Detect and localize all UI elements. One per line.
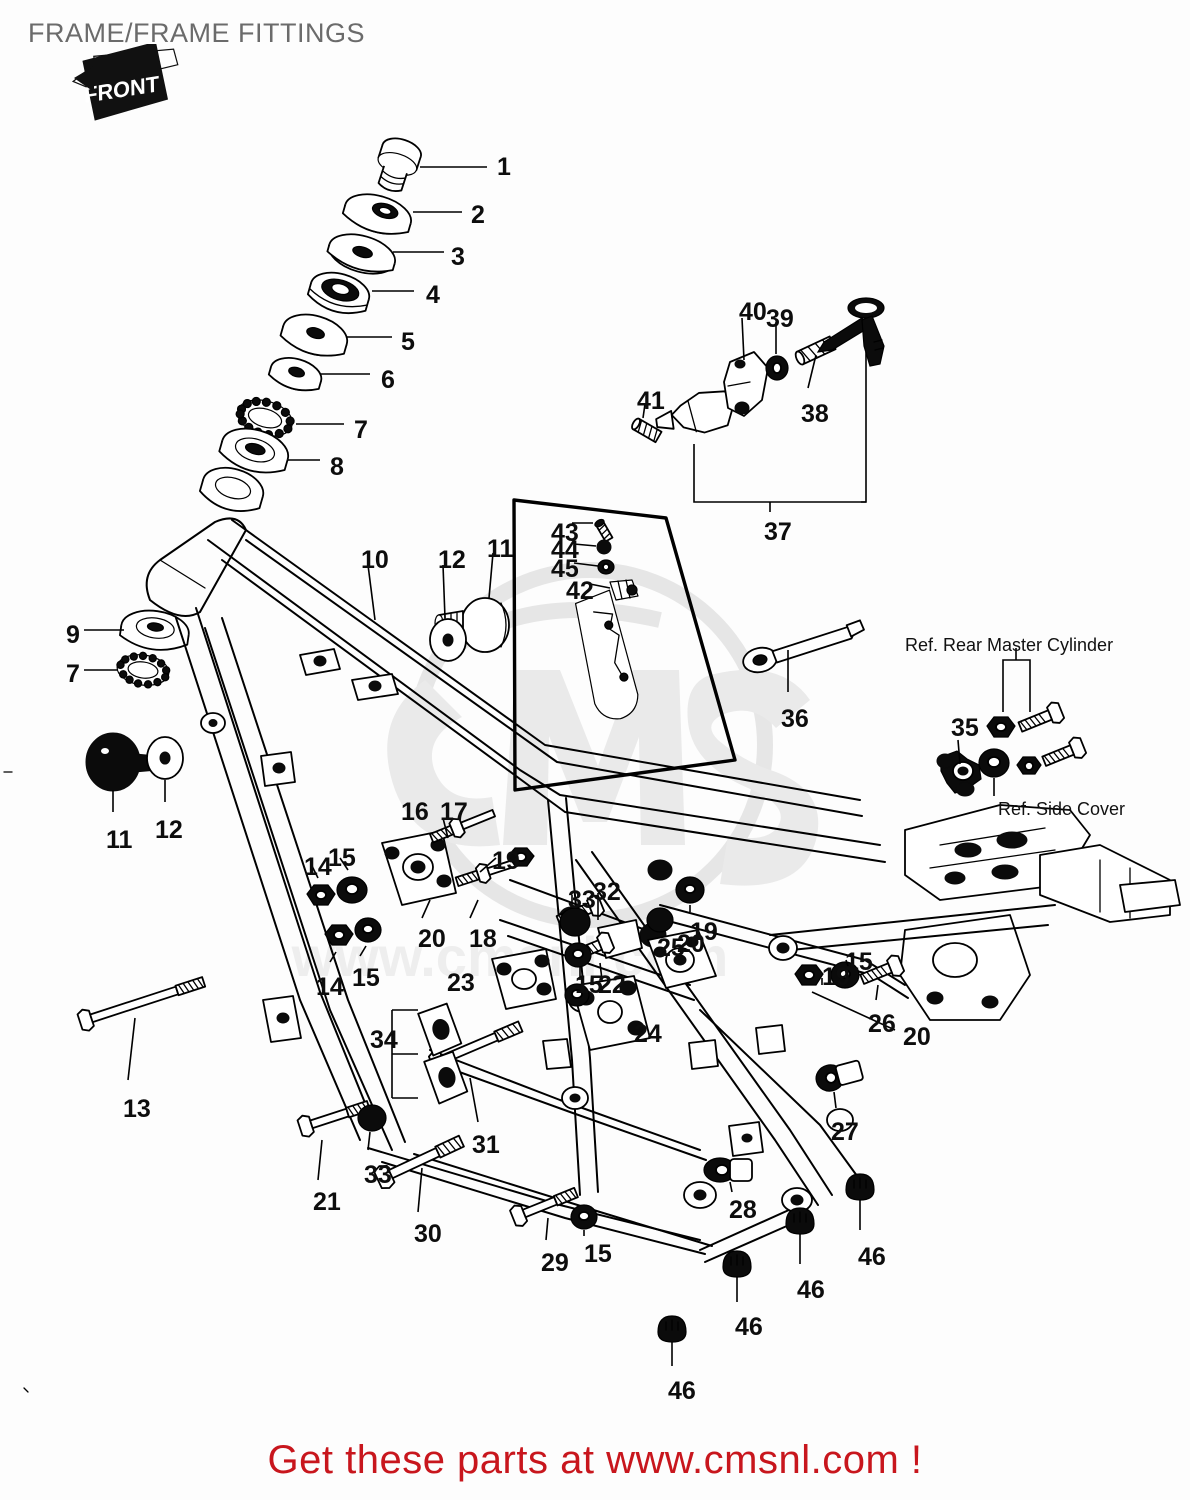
bolt-19a [454, 858, 519, 887]
nut-19b [507, 847, 535, 867]
callout-number-43: 43 [551, 519, 579, 547]
lock-assembly [631, 297, 885, 512]
callout-number-46: 46 [735, 1313, 763, 1341]
callout-number-41: 41 [637, 387, 665, 415]
callout-number-35: 35 [951, 714, 979, 742]
frame-damper-mid [367, 552, 510, 662]
footer-promo-text: Get these parts at www.cmsnl.com ! [267, 1438, 923, 1482]
callout-number-15: 15 [845, 948, 873, 976]
lower-head-bearing-parts [84, 609, 190, 689]
nut-33c [357, 1104, 387, 1132]
callout-number-37: 37 [764, 518, 792, 546]
callout-number-46: 46 [858, 1243, 886, 1271]
callout-number-11: 11 [487, 535, 514, 563]
callout-number-46: 46 [797, 1276, 825, 1304]
callout-number-36: 36 [781, 705, 809, 733]
callout-number-12: 12 [155, 816, 183, 844]
callout-number-25: 25 [657, 934, 685, 962]
callout-number-12: 12 [438, 546, 466, 574]
callout-number-18: 18 [469, 925, 497, 953]
callout-number-26: 26 [868, 1010, 896, 1038]
callout-number-21: 21 [313, 1188, 341, 1216]
callout-number-33: 33 [364, 1161, 392, 1189]
callout-number-14: 14 [316, 973, 344, 1001]
nut-33b [564, 942, 592, 968]
callout-number-9: 9 [66, 621, 80, 649]
bolt-17 [429, 808, 496, 844]
extra-nuts [564, 983, 598, 1236]
callout-number-10: 10 [361, 546, 389, 574]
ref-parts-group [936, 648, 1088, 797]
callout-number-22: 22 [598, 971, 626, 999]
nut-33a [559, 907, 591, 937]
callout-number-40: 40 [739, 298, 767, 326]
ref-rear-master-cylinder: Ref. Rear Master Cylinder [905, 635, 1114, 655]
page-title: FRAME/FRAME FITTINGS [28, 18, 365, 48]
bolt-29 [509, 1186, 579, 1227]
callout-number-33: 33 [568, 886, 596, 914]
ref-side-cover: Ref. Side Cover [998, 799, 1126, 819]
callout-number-44: 44 [551, 536, 579, 564]
callout-number-42: 42 [566, 577, 594, 605]
nuts-group-a [306, 857, 382, 963]
callout-number-29: 29 [541, 1249, 569, 1277]
bushes-34 [391, 1002, 469, 1105]
steering-stem-parts [198, 137, 487, 512]
callout-number-15: 15 [328, 844, 356, 872]
callout-number-24: 24 [634, 1020, 662, 1048]
callout-number-1: 1 [497, 153, 511, 181]
callout-number-4: 4 [426, 281, 440, 309]
callout-number-7: 7 [66, 660, 80, 688]
bolt-30 [373, 1134, 465, 1190]
callout-number-16: 16 [401, 798, 429, 826]
callout-number-2: 2 [471, 201, 485, 229]
callout-number-14: 14 [304, 853, 332, 881]
callout-number-3: 3 [451, 243, 465, 271]
callout-number-15: 15 [584, 1240, 612, 1268]
callout-number-31: 31 [472, 1131, 500, 1159]
grommets-46 [657, 1157, 875, 1366]
callout-number-17: 17 [440, 798, 468, 826]
callout-number-15: 15 [575, 971, 603, 999]
frame-lugs [200, 648, 854, 1213]
callout-number-45: 45 [551, 555, 579, 583]
callout-number-23: 23 [447, 969, 475, 997]
callout-number-30: 30 [414, 1220, 442, 1248]
callout-number-27: 27 [831, 1118, 859, 1146]
callout-number-8: 8 [330, 453, 344, 481]
long-bolt-13 [76, 976, 207, 1032]
callout-number-39: 39 [766, 305, 794, 333]
callout-number-15: 15 [352, 964, 380, 992]
callout-number-13: 13 [123, 1095, 151, 1123]
inset-panel [512, 498, 737, 792]
bolt-21 [296, 1100, 371, 1138]
engine-mount-plates [381, 830, 717, 1051]
callout-number-19: 19 [690, 918, 718, 946]
rod-36 [742, 619, 865, 674]
callout-number-7: 7 [354, 416, 368, 444]
motorcycle-frame [145, 517, 1181, 1263]
callout-number-11: 11 [106, 826, 133, 854]
front-direction-badge: FRONT [71, 44, 179, 121]
callout-number-19: 19 [492, 847, 520, 875]
fasteners-right-cluster [646, 876, 906, 1109]
callout-number-28: 28 [729, 1196, 757, 1224]
callout-number-5: 5 [401, 328, 415, 356]
callout-number-20: 20 [677, 930, 705, 958]
callout-number-20: 20 [418, 925, 446, 953]
callout-number-19: 19 [822, 963, 850, 991]
callout-number-46: 46 [668, 1377, 696, 1405]
callout-number-20: 20 [903, 1023, 931, 1051]
callout-number-38: 38 [801, 400, 829, 428]
scan-ticks [3, 771, 29, 1393]
callout-number-34: 34 [370, 1026, 398, 1054]
frame-damper-left [85, 732, 184, 812]
callout-number-6: 6 [381, 366, 395, 394]
callout-number-32: 32 [593, 878, 621, 906]
